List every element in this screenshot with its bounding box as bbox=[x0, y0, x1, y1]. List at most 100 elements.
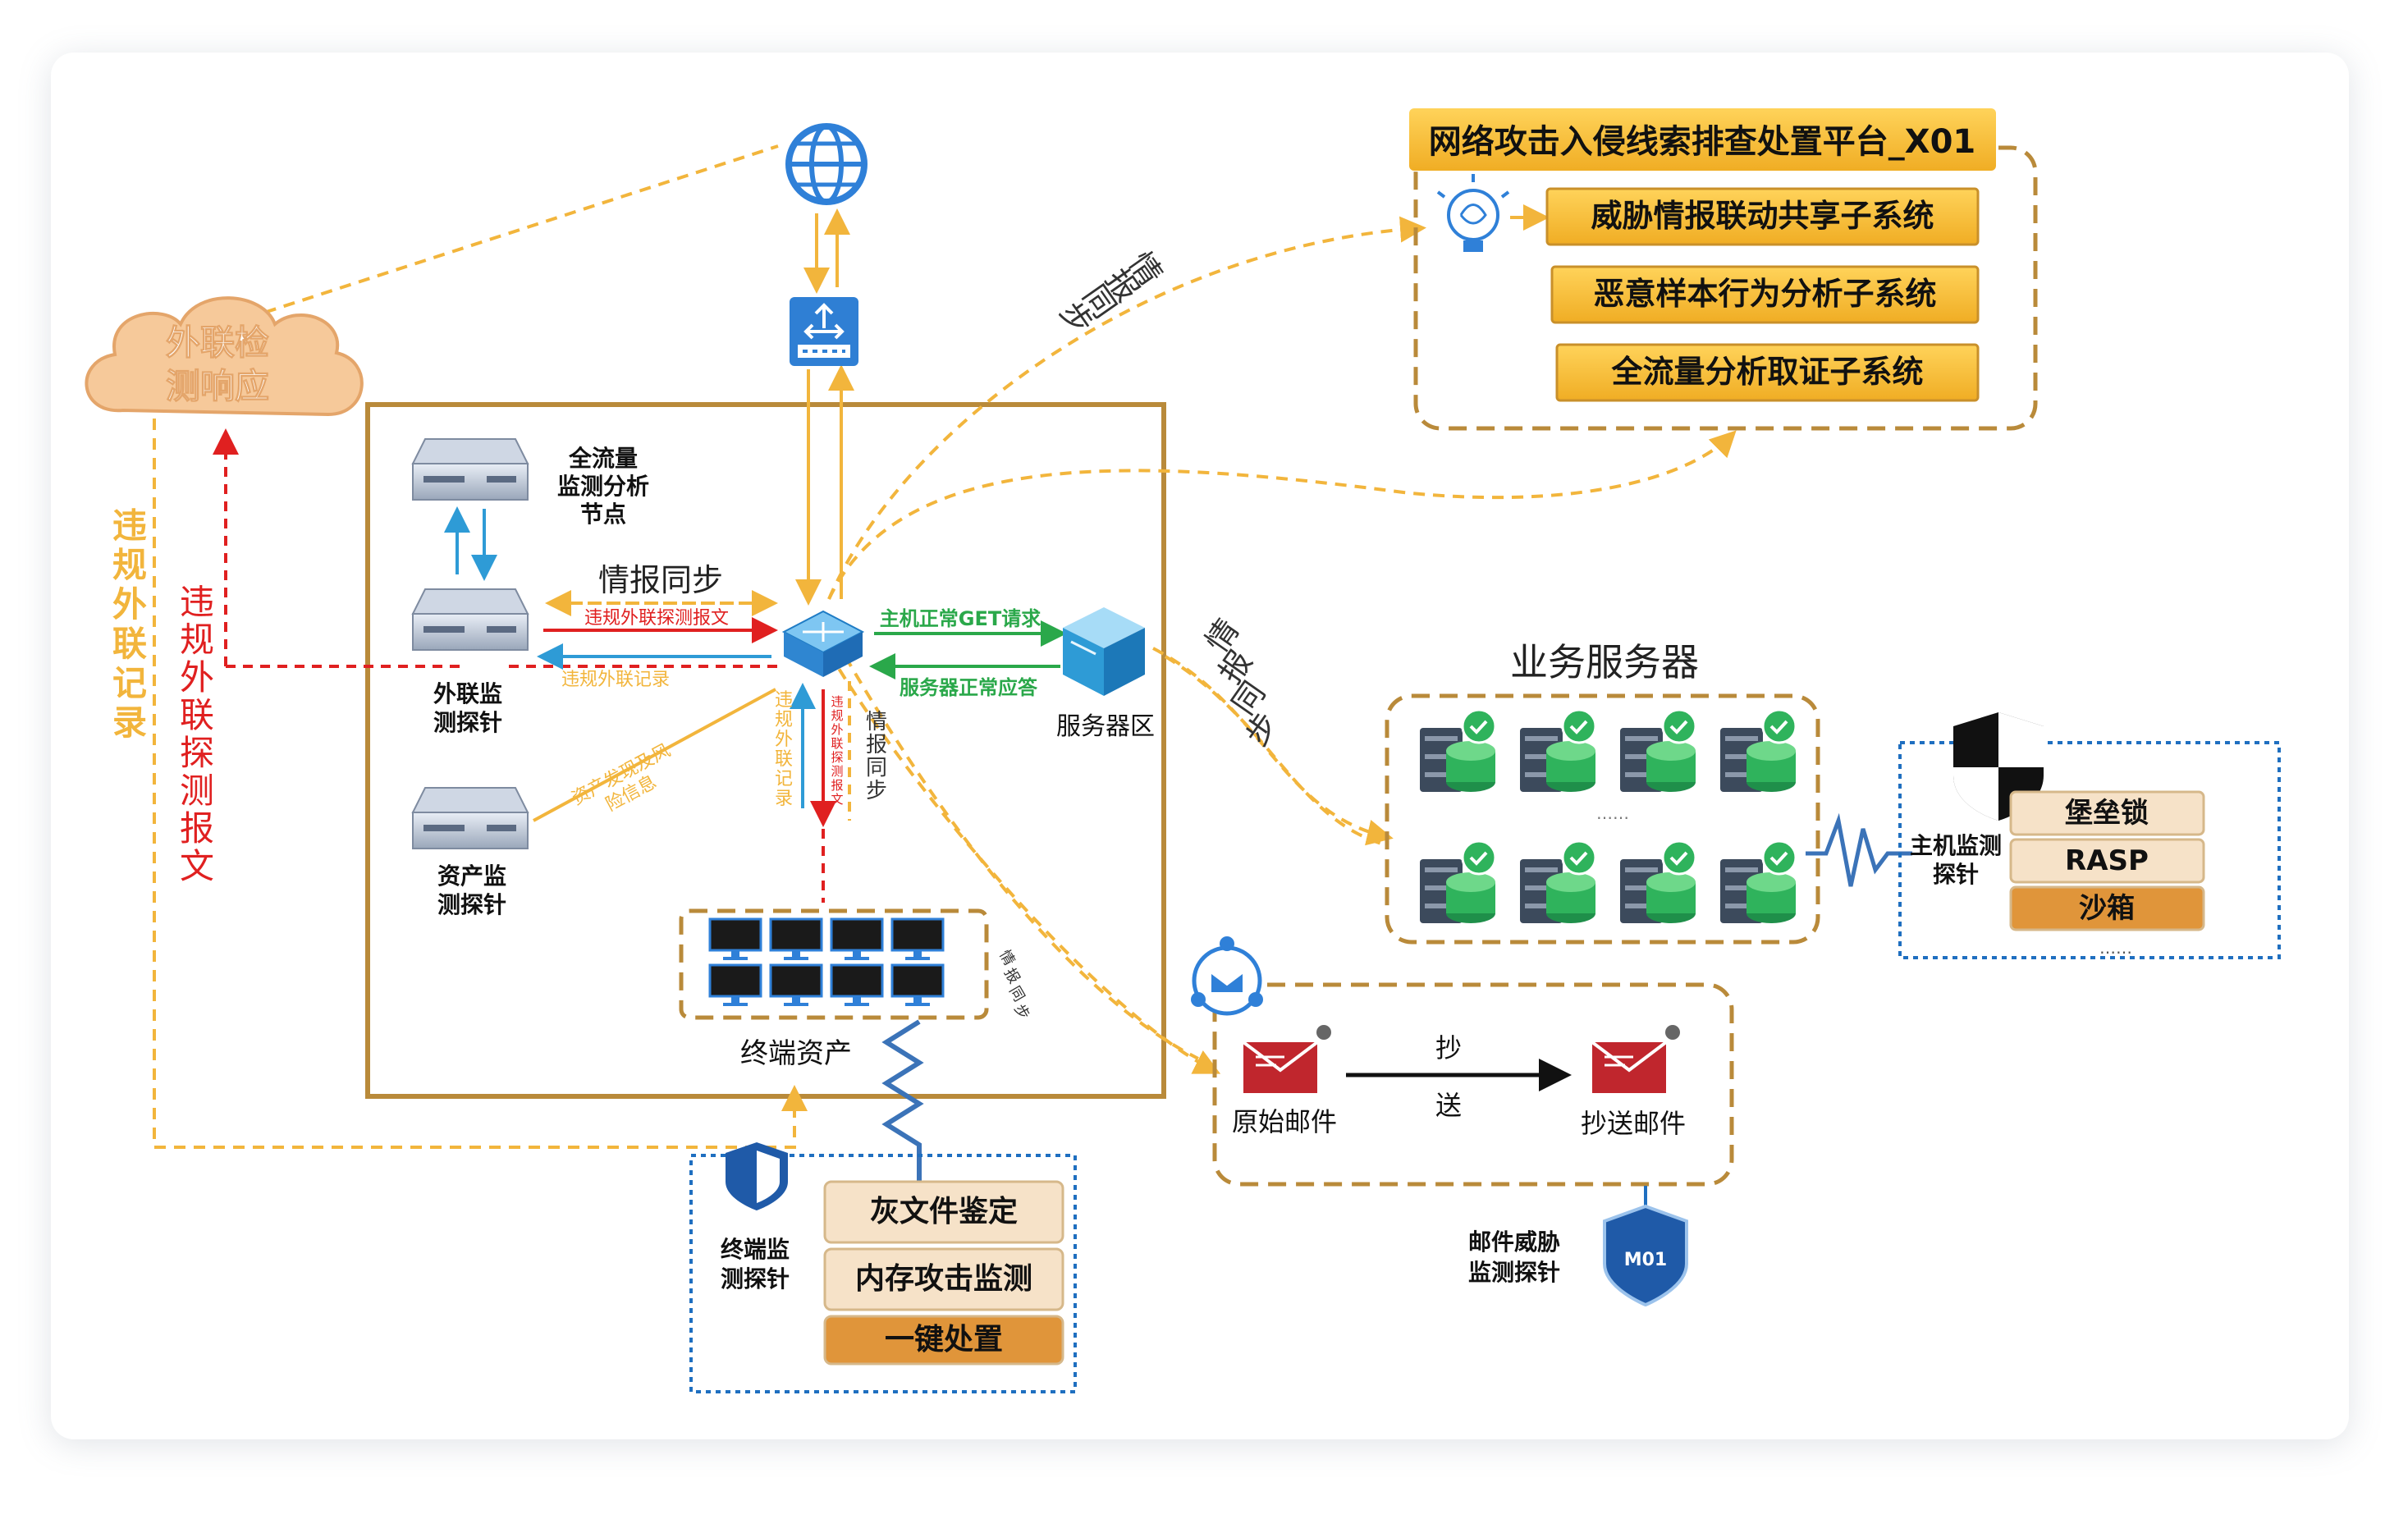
violation-probe-char: 联 bbox=[180, 695, 214, 735]
host-ellipsis: …… bbox=[2099, 938, 2132, 958]
violation-probe-char: 违 bbox=[180, 582, 214, 622]
zone-sync-vertical-label: 情报同步 bbox=[866, 710, 887, 803]
violation-probe-char: 测 bbox=[180, 771, 214, 811]
intel-sync-right-label: 情报同步 bbox=[1198, 612, 1285, 752]
zone-probe-char: 违 bbox=[831, 694, 843, 709]
get-request-label: 主机正常GET请求 bbox=[880, 607, 1041, 630]
violation-record-char: 联 bbox=[112, 624, 147, 664]
zone-record-char: 违 bbox=[775, 690, 793, 711]
host-probe-label-1: 主机监测 bbox=[1910, 832, 2002, 859]
subsystem-label: 恶意样本行为分析子系统 bbox=[1593, 276, 1936, 312]
zone-record-vertical-label: 违规外联记录 bbox=[775, 690, 793, 809]
violation-record-char: 记 bbox=[112, 663, 147, 703]
terminal-probe-item bbox=[823, 1247, 1064, 1311]
terminal-probe-label-2: 测探针 bbox=[721, 1265, 790, 1292]
violation-record-vertical-label: 违规外联记录 bbox=[112, 506, 147, 743]
monitor-icon bbox=[708, 917, 762, 952]
violation-probe-char: 探 bbox=[180, 733, 214, 773]
zone-probe-char: 探 bbox=[831, 750, 843, 765]
full-traffic-node-label-3: 节点 bbox=[580, 501, 626, 528]
monitor-icon bbox=[708, 963, 762, 998]
zone-probe-char: 外 bbox=[831, 722, 843, 737]
shield-icon bbox=[1603, 1204, 1688, 1307]
zone-probe-char: 文 bbox=[831, 792, 843, 807]
original-email-label: 原始邮件 bbox=[1232, 1106, 1337, 1137]
router-icon bbox=[790, 297, 858, 366]
db-shield-icon bbox=[1520, 839, 1597, 923]
email-probe-label-2: 监测探针 bbox=[1468, 1259, 1560, 1286]
db-shield-icon bbox=[1420, 839, 1497, 923]
host-probe-item-label: 堡垒锁 bbox=[2065, 797, 2149, 830]
violation-probe-char: 报 bbox=[180, 808, 214, 849]
host-probe-item-label: 沙箱 bbox=[2079, 892, 2135, 925]
brain-bulb-icon bbox=[1436, 174, 1510, 252]
cc-arrow-bottom: 送 bbox=[1435, 1090, 1462, 1121]
business-servers-box bbox=[1385, 693, 1820, 945]
zone-probe-char: 联 bbox=[831, 736, 843, 751]
full-traffic-node-label-2: 监测分析 bbox=[557, 473, 649, 500]
cloud-label-1: 外联检 bbox=[166, 323, 269, 363]
monitor-icon bbox=[830, 963, 884, 998]
email-box bbox=[1212, 982, 1734, 1187]
zone-sync-char: 报 bbox=[866, 733, 887, 757]
terminal-sync-char: 步 bbox=[1010, 1001, 1032, 1022]
m01-badge: M01 bbox=[1624, 1250, 1668, 1270]
violation-record-char: 外 bbox=[112, 584, 147, 624]
zone-probe-vertical-label: 违规外联探测报文 bbox=[831, 694, 843, 807]
business-server-icons bbox=[1420, 708, 1797, 923]
terminal-monitors bbox=[708, 917, 945, 1006]
subsystem-box bbox=[1550, 265, 1980, 324]
subsystem-label: 威胁情报联动共享子系统 bbox=[1591, 198, 1934, 234]
host-probe-item-label: RASP bbox=[2065, 844, 2149, 877]
globe-icon bbox=[785, 123, 868, 205]
monitor-icon bbox=[769, 917, 823, 952]
subsystem-box bbox=[1555, 343, 1980, 402]
terminal-sync-label: 情报同步 bbox=[996, 947, 1032, 1022]
db-shield-icon bbox=[1620, 708, 1697, 792]
email-icon bbox=[1242, 1025, 1331, 1093]
asset-probe-label-2: 测探针 bbox=[437, 891, 506, 918]
zone-record-char: 联 bbox=[775, 749, 793, 770]
cc-arrow-top: 抄 bbox=[1435, 1032, 1462, 1064]
intel-sync-label: 情报同步 bbox=[598, 562, 723, 598]
terminal-probe-item-label: 灰文件鉴定 bbox=[870, 1195, 1018, 1228]
email-icon bbox=[1591, 1025, 1680, 1093]
host-probe-items: 堡垒锁 RASP 沙箱 bbox=[2009, 790, 2205, 931]
business-ellipsis: …… bbox=[1596, 803, 1629, 823]
asset-probe-label-1: 资产监 bbox=[437, 862, 506, 890]
dashed-connections bbox=[153, 144, 1737, 1149]
monitor-icon bbox=[890, 963, 945, 998]
switch-icon bbox=[781, 610, 865, 677]
host-probe-item bbox=[2009, 790, 2205, 836]
server-rack-icon bbox=[411, 588, 529, 651]
zone-probe-char: 规 bbox=[831, 708, 843, 723]
host-probe-label-2: 探针 bbox=[1933, 861, 1979, 888]
violation-record-char: 规 bbox=[112, 545, 147, 585]
db-shield-icon bbox=[1720, 839, 1797, 923]
violation-record-char: 违 bbox=[112, 506, 147, 546]
subsystem-box bbox=[1545, 187, 1980, 246]
zone-probe-char: 报 bbox=[831, 778, 843, 793]
zone-sync-char: 同 bbox=[866, 756, 887, 780]
terminal-probe-item bbox=[823, 1315, 1064, 1366]
terminal-probe-item-label: 一键处置 bbox=[885, 1323, 1003, 1356]
host-probe-box bbox=[1898, 741, 2281, 959]
server-cube-icon bbox=[1063, 607, 1145, 696]
server-rack-icon bbox=[411, 438, 529, 501]
violation-probe-char: 规 bbox=[180, 620, 214, 660]
shield-icon bbox=[726, 1142, 788, 1210]
cloud-label-2: 测响应 bbox=[166, 366, 269, 406]
monitor-icon bbox=[769, 963, 823, 998]
zone-record-char: 外 bbox=[775, 730, 793, 750]
db-shield-icon bbox=[1720, 708, 1797, 792]
platform-title: 网络攻击入侵线索排查处置平台_X01 bbox=[1429, 123, 1976, 161]
zone-probe-char: 测 bbox=[831, 764, 843, 779]
db-shield-icon bbox=[1620, 839, 1697, 923]
outbound-probe-label-2: 测探针 bbox=[433, 709, 502, 736]
platform-title-box bbox=[1409, 108, 1996, 171]
intel-sync-top-label: 情报同步 bbox=[1053, 245, 1170, 341]
email-probe-label-1: 邮件威胁 bbox=[1468, 1228, 1560, 1256]
